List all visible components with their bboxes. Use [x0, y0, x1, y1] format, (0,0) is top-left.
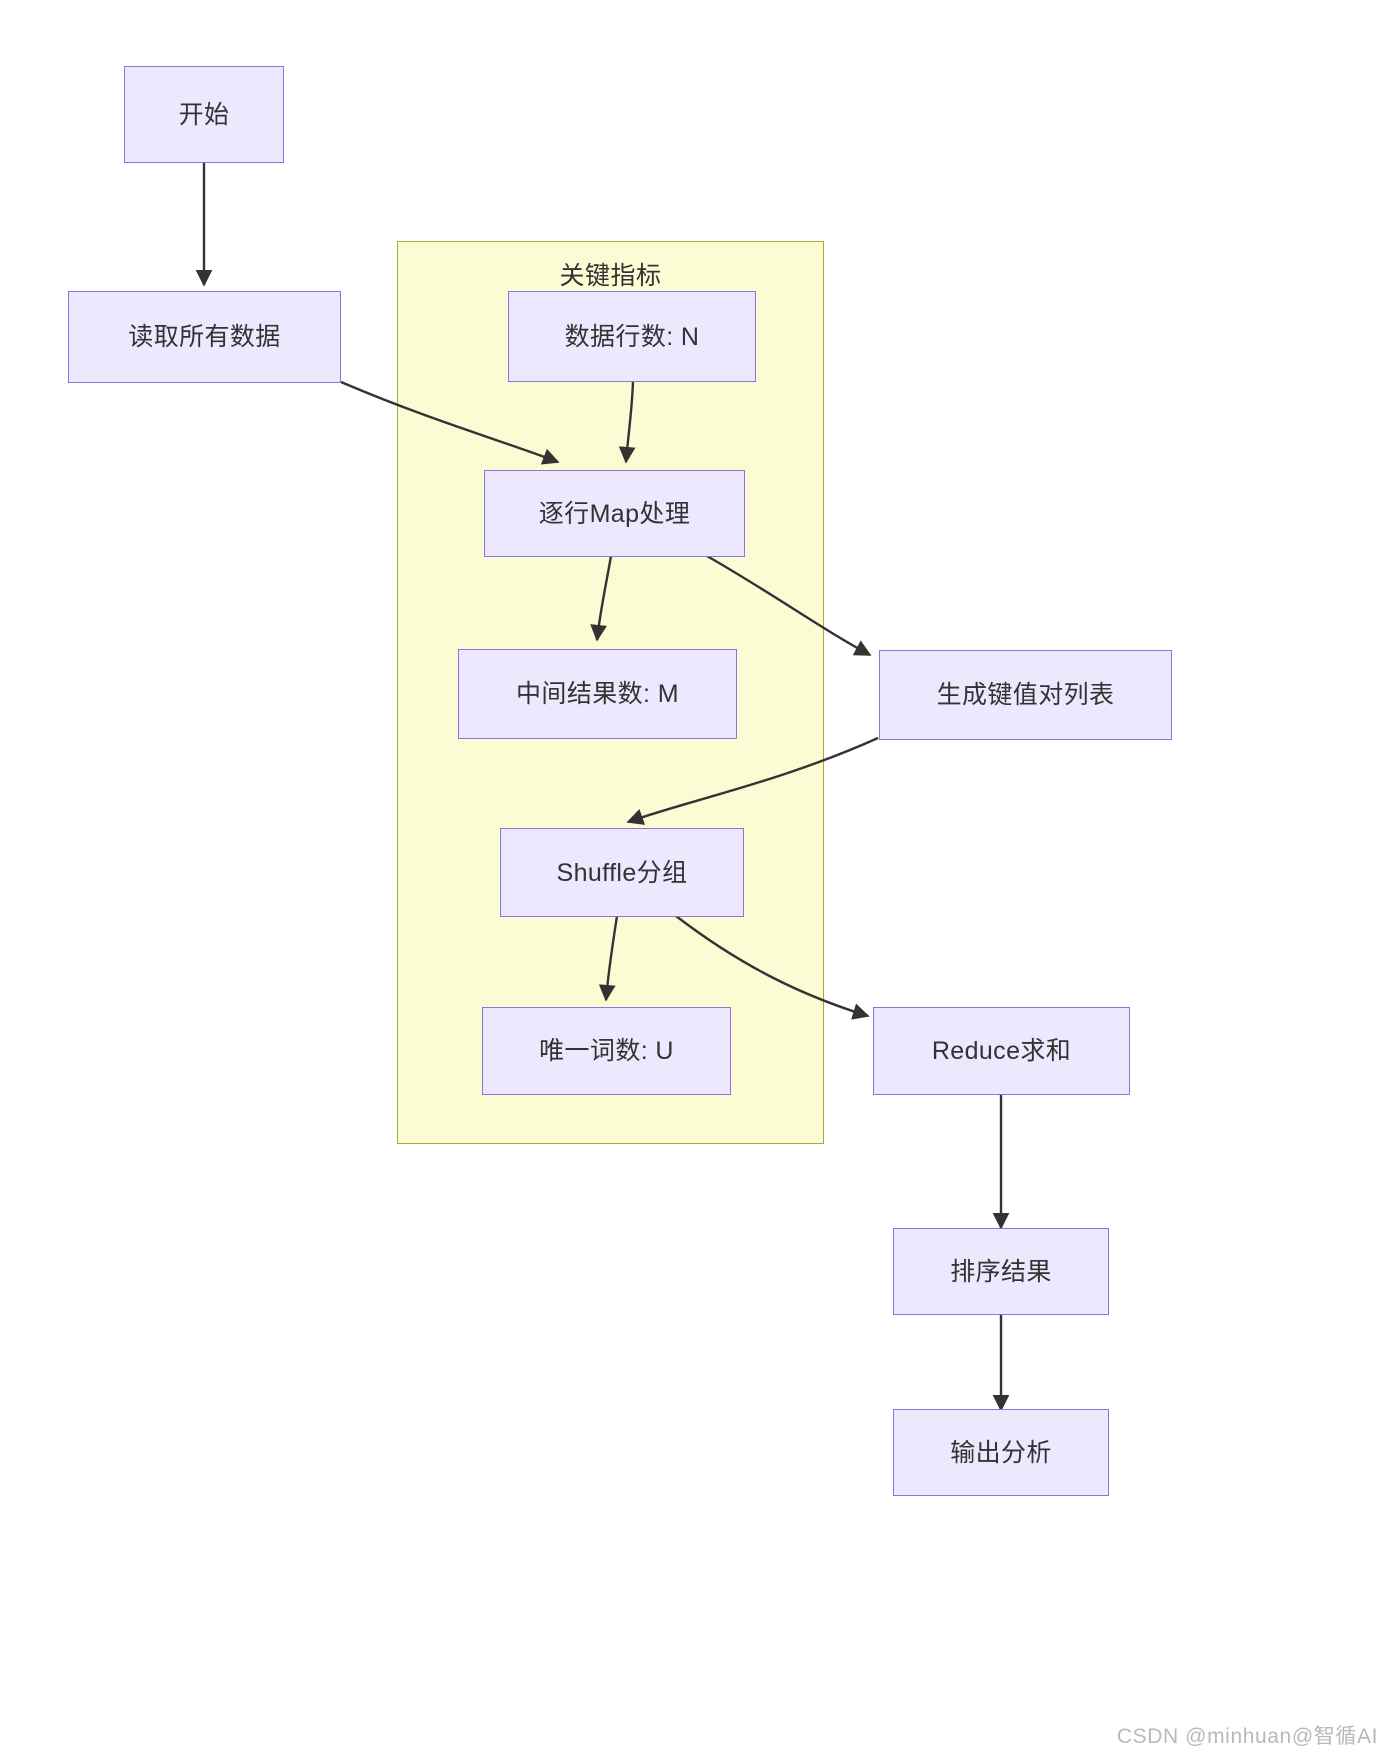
- node-start-label: 开始: [178, 100, 230, 129]
- node-read-all-data[interactable]: 读取所有数据: [68, 291, 341, 383]
- node-start[interactable]: 开始: [124, 66, 284, 163]
- node-sort-result-label: 排序结果: [950, 1257, 1052, 1286]
- node-unique-word-count-label: 唯一词数: U: [539, 1037, 674, 1065]
- node-unique-word-count[interactable]: 唯一词数: U: [482, 1007, 731, 1095]
- watermark: CSDN @minhuan@智循AI: [1116, 1725, 1378, 1748]
- node-reduce-sum[interactable]: Reduce求和: [873, 1007, 1130, 1095]
- node-shuffle-group-label: Shuffle分组: [556, 858, 688, 887]
- node-shuffle-group[interactable]: Shuffle分组: [500, 828, 744, 917]
- node-map-per-row[interactable]: 逐行Map处理: [484, 470, 745, 557]
- node-row-count-label: 数据行数: N: [564, 322, 700, 351]
- node-output-analysis[interactable]: 输出分析: [893, 1409, 1109, 1496]
- node-map-per-row-label: 逐行Map处理: [538, 499, 691, 528]
- node-generate-kv-list-label: 生成键值对列表: [936, 681, 1115, 709]
- node-generate-kv-list[interactable]: 生成键值对列表: [879, 650, 1172, 740]
- node-intermediate-count-label: 中间结果数: M: [516, 680, 679, 708]
- node-output-analysis-label: 输出分析: [950, 1438, 1052, 1467]
- node-row-count[interactable]: 数据行数: N: [508, 291, 756, 382]
- node-intermediate-count[interactable]: 中间结果数: M: [458, 649, 737, 739]
- node-read-all-data-label: 读取所有数据: [128, 323, 281, 351]
- node-reduce-sum-label: Reduce求和: [931, 1037, 1072, 1065]
- node-sort-result[interactable]: 排序结果: [893, 1228, 1109, 1315]
- subgraph-label: 关键指标: [559, 262, 662, 290]
